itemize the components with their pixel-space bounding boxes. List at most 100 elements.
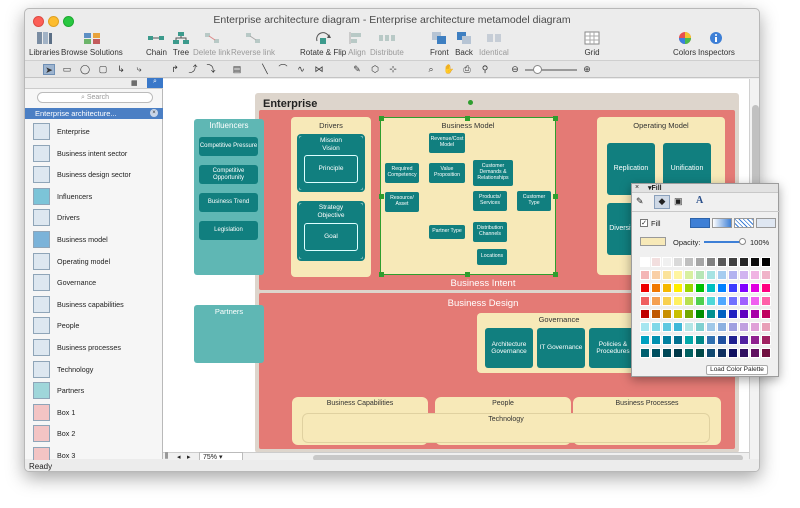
zoom-window-button[interactable] xyxy=(63,16,74,27)
color-swatch[interactable] xyxy=(673,257,683,267)
color-swatch[interactable] xyxy=(739,348,749,358)
color-swatch[interactable] xyxy=(651,296,661,306)
color-swatch[interactable] xyxy=(761,322,771,332)
identical-button[interactable]: Identical xyxy=(479,31,509,57)
connector-tool-icon[interactable]: ↳ xyxy=(117,64,125,74)
influencer-item[interactable]: Competitive Pressure xyxy=(199,137,258,156)
distribute-button[interactable]: Distribute xyxy=(370,31,404,57)
color-swatch[interactable] xyxy=(640,335,650,345)
selection-handle[interactable] xyxy=(553,194,558,199)
color-swatch[interactable] xyxy=(706,335,716,345)
color-swatch[interactable] xyxy=(728,257,738,267)
color-swatch[interactable] xyxy=(717,322,727,332)
rectangle-tool-icon[interactable]: ▭ xyxy=(62,64,72,74)
vertical-scroll-thumb[interactable] xyxy=(752,105,759,245)
color-swatch[interactable] xyxy=(706,348,716,358)
influencer-item[interactable]: Business Trend xyxy=(199,193,258,212)
color-swatch[interactable] xyxy=(684,322,694,332)
color-swatch[interactable] xyxy=(750,283,760,293)
library-item[interactable]: Enterprise xyxy=(25,121,163,143)
selection-handle[interactable] xyxy=(379,272,384,277)
ellipse-tool-icon[interactable]: ◯ xyxy=(79,64,91,74)
color-swatch[interactable] xyxy=(662,270,672,280)
bm-partner-box[interactable]: Partner Type xyxy=(429,225,465,239)
color-swatch[interactable] xyxy=(640,348,650,358)
close-window-button[interactable] xyxy=(33,16,44,27)
search-input[interactable]: ⌕ Search xyxy=(37,92,153,103)
color-swatch[interactable] xyxy=(739,283,749,293)
texture-fill-button[interactable] xyxy=(756,218,776,228)
color-swatch[interactable] xyxy=(695,322,705,332)
back-button[interactable]: Back xyxy=(455,31,473,57)
color-swatch[interactable] xyxy=(651,270,661,280)
arc-tool-icon[interactable]: ⌒ xyxy=(278,64,288,74)
color-swatch[interactable] xyxy=(728,335,738,345)
color-swatch[interactable] xyxy=(750,309,760,319)
inspectors-button[interactable]: Inspectors xyxy=(698,31,735,57)
color-swatch[interactable] xyxy=(761,283,771,293)
color-swatch[interactable] xyxy=(717,348,727,358)
color-swatch[interactable] xyxy=(662,296,672,306)
color-swatch[interactable] xyxy=(750,270,760,280)
color-swatch[interactable] xyxy=(673,283,683,293)
color-swatch[interactable] xyxy=(717,270,727,280)
zoom-in-icon[interactable]: ⊕ xyxy=(583,64,591,74)
selection-handle[interactable] xyxy=(379,116,384,121)
color-swatch[interactable] xyxy=(640,270,650,280)
color-swatch[interactable] xyxy=(673,296,683,306)
search-tab-icon[interactable]: ⌕ xyxy=(147,78,163,88)
color-swatch[interactable] xyxy=(662,309,672,319)
library-item[interactable]: Drivers xyxy=(25,207,163,229)
technology-box[interactable]: Technology xyxy=(302,413,710,443)
color-swatch[interactable] xyxy=(662,335,672,345)
color-swatch[interactable] xyxy=(728,283,738,293)
color-swatch[interactable] xyxy=(684,283,694,293)
bm-customer-box[interactable]: Customer Type xyxy=(517,191,551,211)
library-header[interactable]: Enterprise architecture... × xyxy=(25,108,163,119)
selection-handle[interactable] xyxy=(465,116,470,121)
color-swatch[interactable] xyxy=(739,257,749,267)
opacity-slider[interactable] xyxy=(704,241,744,243)
horizontal-scroll-thumb[interactable] xyxy=(313,455,743,461)
library-item[interactable]: Governance xyxy=(25,272,163,294)
color-swatch[interactable] xyxy=(739,270,749,280)
color-swatch[interactable] xyxy=(717,296,727,306)
library-item[interactable]: Technology xyxy=(25,359,163,381)
bm-distribution-box[interactable]: Distribution Channels xyxy=(473,222,507,242)
branch-connector-icon[interactable]: ⤵ xyxy=(206,64,216,74)
browse-solutions-button[interactable]: Browse Solutions xyxy=(61,31,123,57)
color-swatch[interactable] xyxy=(717,257,727,267)
next-page-icon[interactable]: ▸ xyxy=(187,454,191,461)
library-item[interactable]: Partners xyxy=(25,380,163,402)
bm-demands-box[interactable]: Customer Demands & Relationships xyxy=(473,160,513,186)
stamp-tool-icon[interactable]: ⎙ xyxy=(463,64,471,74)
curve-connector-icon[interactable]: ⤴ xyxy=(188,64,198,74)
color-swatch[interactable] xyxy=(684,257,694,267)
color-swatch[interactable] xyxy=(706,257,716,267)
it-governance-box[interactable]: IT Governance xyxy=(537,328,585,368)
reverse-link-button[interactable]: Reverse link xyxy=(231,31,275,57)
libraries-button[interactable]: Libraries xyxy=(29,31,60,57)
library-item[interactable]: Influencers xyxy=(25,186,163,208)
color-swatch[interactable] xyxy=(706,296,716,306)
library-item[interactable]: Box 2 xyxy=(25,423,163,445)
line-tab-icon[interactable]: ✎ xyxy=(636,196,644,206)
text-tool-icon[interactable]: ▢ xyxy=(98,64,108,74)
load-color-palette-button[interactable]: Load Color Palette xyxy=(706,365,768,375)
line-tool-icon[interactable]: ╲ xyxy=(262,64,268,74)
color-swatch[interactable] xyxy=(662,283,672,293)
color-swatch[interactable] xyxy=(651,335,661,345)
color-swatch[interactable] xyxy=(750,348,760,358)
zoom-tool-icon[interactable]: ⌕ xyxy=(428,64,434,74)
color-swatch[interactable] xyxy=(684,270,694,280)
color-swatch[interactable] xyxy=(684,348,694,358)
color-swatch[interactable] xyxy=(728,309,738,319)
pan-hand-icon[interactable]: ✋ xyxy=(443,64,455,74)
color-swatch[interactable] xyxy=(640,309,650,319)
bm-required-box[interactable]: Required Competency xyxy=(385,163,419,183)
selection-handle[interactable] xyxy=(379,194,384,199)
color-swatch[interactable] xyxy=(651,283,661,293)
color-swatch[interactable] xyxy=(706,322,716,332)
architecture-governance-box[interactable]: Architecture Governance xyxy=(485,328,533,368)
color-swatch[interactable] xyxy=(695,348,705,358)
